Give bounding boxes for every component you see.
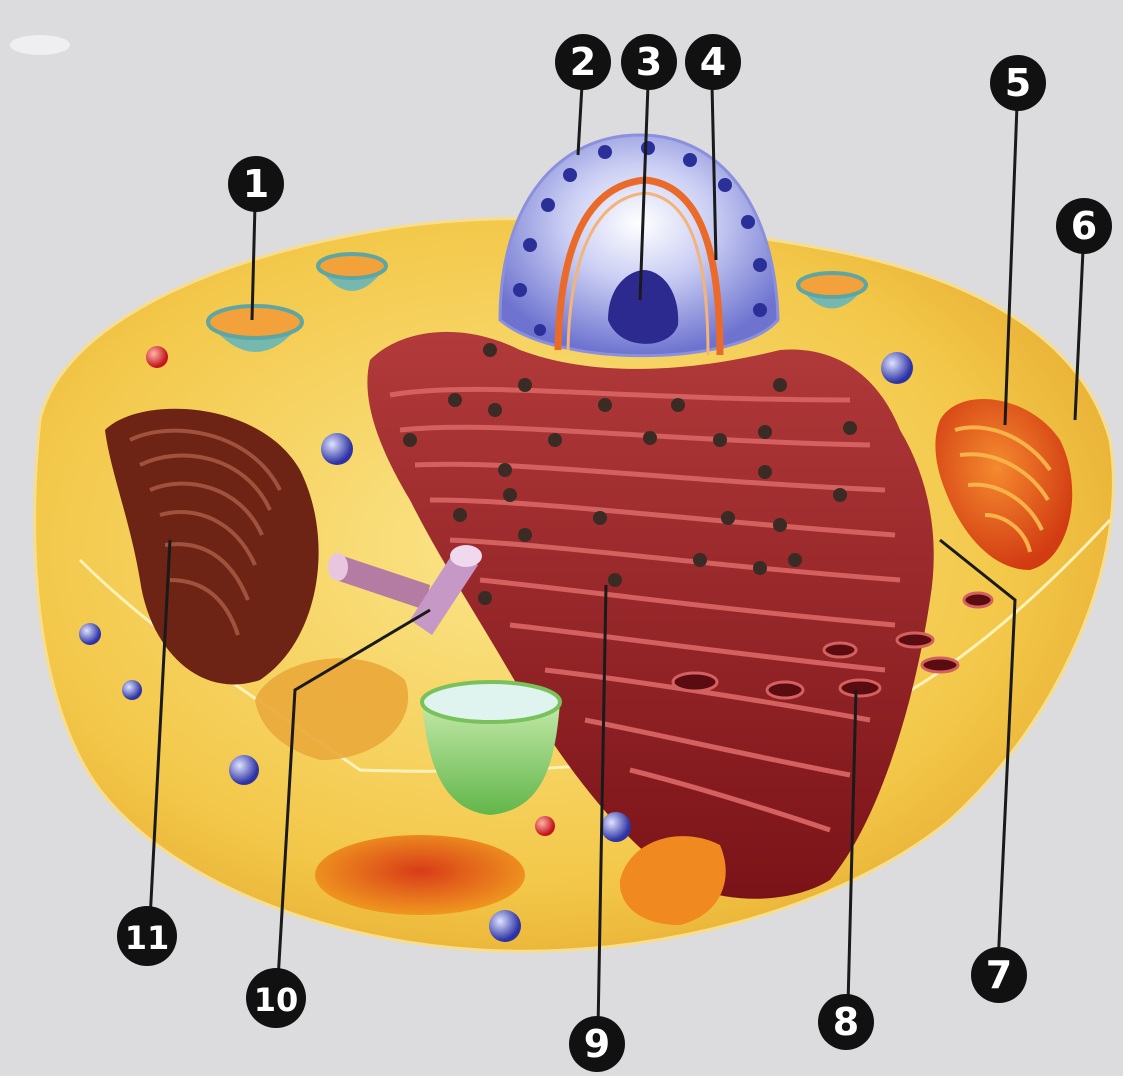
nucleus — [500, 135, 778, 356]
label-number: 11 — [125, 919, 170, 957]
leader-line-2 — [578, 85, 582, 155]
label-number: 10 — [254, 981, 299, 1019]
label-number: 8 — [833, 1000, 859, 1044]
label-number: 1 — [243, 162, 269, 206]
sphere — [535, 816, 555, 836]
sphere — [881, 352, 913, 384]
label-badge-7: 7 — [971, 947, 1027, 1003]
label-badge-6: 6 — [1056, 198, 1112, 254]
label-number: 3 — [636, 40, 662, 84]
label-number: 4 — [700, 40, 726, 84]
label-badge-8: 8 — [818, 994, 874, 1050]
label-number: 9 — [584, 1022, 610, 1066]
label-number: 6 — [1071, 204, 1097, 248]
label-badge-9: 9 — [569, 1016, 625, 1072]
label-badge-4: 4 — [685, 34, 741, 90]
label-badge-5: 5 — [990, 55, 1046, 111]
sphere — [601, 812, 631, 842]
label-badge-3: 3 — [621, 34, 677, 90]
sphere — [146, 346, 168, 368]
label-number: 2 — [570, 40, 596, 84]
label-badge-1: 1 — [228, 156, 284, 212]
lysosome-blob — [315, 835, 525, 915]
sphere — [229, 755, 259, 785]
sphere — [122, 680, 142, 700]
label-badge-2: 2 — [555, 34, 611, 90]
sphere — [489, 910, 521, 942]
sphere — [79, 623, 101, 645]
label-number: 7 — [986, 953, 1012, 997]
label-badge-11: 11 — [117, 906, 177, 966]
sphere — [321, 433, 353, 465]
label-number: 5 — [1005, 61, 1031, 105]
label-badge-10: 10 — [246, 968, 306, 1028]
highlight — [10, 35, 70, 55]
